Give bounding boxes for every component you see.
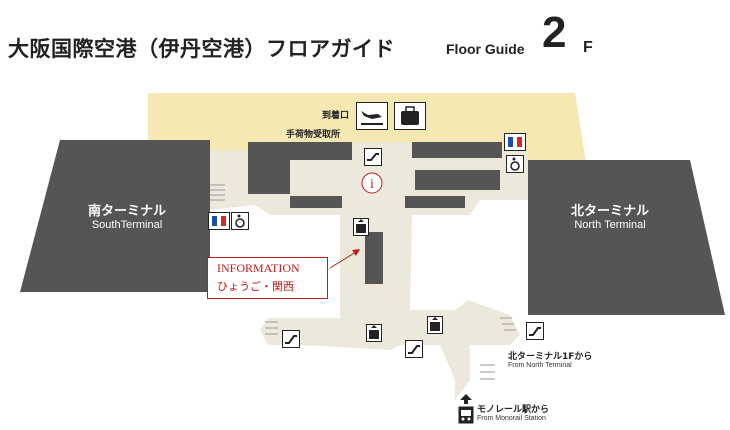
north-terminal-label: 北ターミナル North Terminal: [570, 203, 649, 231]
arrival-zone: [148, 93, 586, 170]
info-pointer: [329, 251, 357, 269]
north-terminal-building: [528, 160, 725, 315]
from-north-terminal-label-en: From North Terminal: [508, 362, 572, 369]
gate-block: [415, 170, 500, 190]
from-north-terminal-label: 北ターミナル1Fから: [508, 352, 593, 362]
wheelchair-icon: [506, 155, 524, 173]
floor-suffix: F: [583, 39, 593, 56]
info-desk: [365, 232, 383, 284]
escalator-icon: [364, 148, 382, 166]
wheelchair-icon: [231, 212, 249, 230]
gate-block: [405, 196, 465, 208]
restroom-icon: [208, 212, 230, 230]
information-callout: [207, 257, 328, 299]
elevator-icon: [366, 324, 382, 342]
page-title: 大阪国際空港（伊丹空港）フロアガイド: [8, 37, 395, 61]
gate-block: [290, 196, 342, 208]
monorail-label-en: From Monorail Station: [477, 415, 546, 422]
monorail-label: モノレール駅から: [477, 405, 550, 415]
svg-text:i: i: [370, 177, 374, 192]
information-label-jp: ひょうご・関西: [217, 280, 294, 293]
elevator-icon: [353, 218, 369, 236]
south-terminal-label: 南ターミナル SouthTerminal: [87, 203, 166, 231]
arrival-gate-label: 到着口: [322, 111, 350, 121]
gate-block: [412, 142, 502, 158]
baggage-claim-label: 手荷物受取所: [286, 130, 341, 140]
escalator-icon: [405, 340, 423, 358]
monorail-icon: [458, 406, 474, 424]
up-arrow-icon: [460, 394, 472, 404]
elevator-icon: [427, 316, 443, 334]
arrival-plane-icon: [356, 102, 388, 130]
restroom-icon: [504, 133, 526, 151]
gate-block: [290, 142, 352, 160]
escalator-icon: [282, 330, 300, 348]
information-icon: i: [361, 172, 383, 194]
information-label-en: INFORMATION: [217, 261, 300, 275]
gate-block: [248, 142, 290, 194]
south-terminal-building: [20, 140, 210, 292]
floor-number: 2: [542, 8, 567, 57]
baggage-icon: [394, 102, 426, 130]
escalator-icon: [526, 322, 544, 340]
page-subtitle: Floor Guide: [446, 41, 525, 57]
